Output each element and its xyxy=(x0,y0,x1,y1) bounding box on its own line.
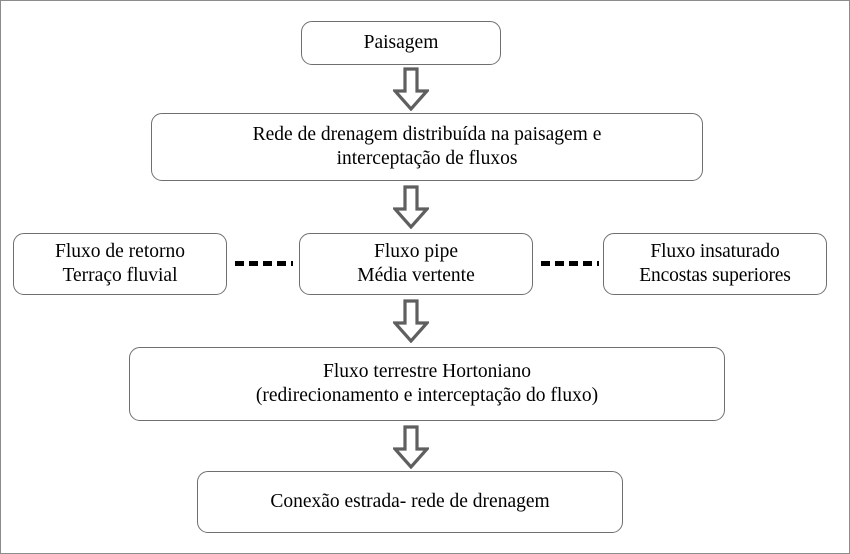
node-fluxo-insaturado-text: Fluxo insaturado Encostas superiores xyxy=(639,240,791,288)
node-fluxo-retorno-line-2: Terraço fluvial xyxy=(62,265,178,286)
node-fluxo-pipe-line-2: Média vertente xyxy=(357,265,475,286)
node-fluxo-insaturado-line-2: Encostas superiores xyxy=(639,265,791,286)
node-conexao-estrada[interactable]: Conexão estrada- rede de drenagem xyxy=(197,471,623,533)
node-fluxo-pipe-line-1: Fluxo pipe xyxy=(374,241,458,263)
node-rede-drenagem[interactable]: Rede de drenagem distribuída na paisagem… xyxy=(151,113,703,181)
node-fluxo-retorno[interactable]: Fluxo de retorno Terraço fluvial xyxy=(13,233,227,295)
node-paisagem-text: Paisagem xyxy=(364,31,439,55)
node-fluxo-insaturado-line-1: Fluxo insaturado xyxy=(650,241,780,263)
node-conexao-estrada-line-1: Conexão estrada- rede de drenagem xyxy=(270,491,550,513)
block-arrow-down-icon xyxy=(393,67,429,111)
node-rede-drenagem-line-2: interceptação de fluxos xyxy=(336,148,518,169)
dashed-connector-right xyxy=(541,261,599,266)
node-fluxo-pipe-text: Fluxo pipe Média vertente xyxy=(357,240,475,288)
node-rede-drenagem-text: Rede de drenagem distribuída na paisagem… xyxy=(253,123,602,171)
node-rede-drenagem-line-1: Rede de drenagem distribuída na paisagem… xyxy=(252,124,602,146)
dashed-connector-left xyxy=(235,261,293,266)
node-paisagem[interactable]: Paisagem xyxy=(301,21,501,65)
node-paisagem-line-1: Paisagem xyxy=(363,32,439,54)
block-arrow-down-icon xyxy=(393,425,429,469)
node-fluxo-hortoniano-line-2: (redirecionamento e interceptação do flu… xyxy=(255,385,599,406)
block-arrow-down-icon xyxy=(393,299,429,343)
node-fluxo-hortoniano[interactable]: Fluxo terrestre Hortoniano (redirecionam… xyxy=(129,347,725,421)
node-fluxo-retorno-line-1: Fluxo de retorno xyxy=(55,241,185,263)
block-arrow-down-icon xyxy=(393,185,429,229)
node-conexao-estrada-text: Conexão estrada- rede de drenagem xyxy=(270,490,549,514)
node-fluxo-pipe[interactable]: Fluxo pipe Média vertente xyxy=(299,233,533,295)
node-fluxo-insaturado[interactable]: Fluxo insaturado Encostas superiores xyxy=(603,233,827,295)
node-fluxo-hortoniano-line-1: Fluxo terrestre Hortoniano xyxy=(323,361,531,383)
node-fluxo-retorno-text: Fluxo de retorno Terraço fluvial xyxy=(55,240,185,288)
node-fluxo-hortoniano-text: Fluxo terrestre Hortoniano (redirecionam… xyxy=(256,360,598,408)
